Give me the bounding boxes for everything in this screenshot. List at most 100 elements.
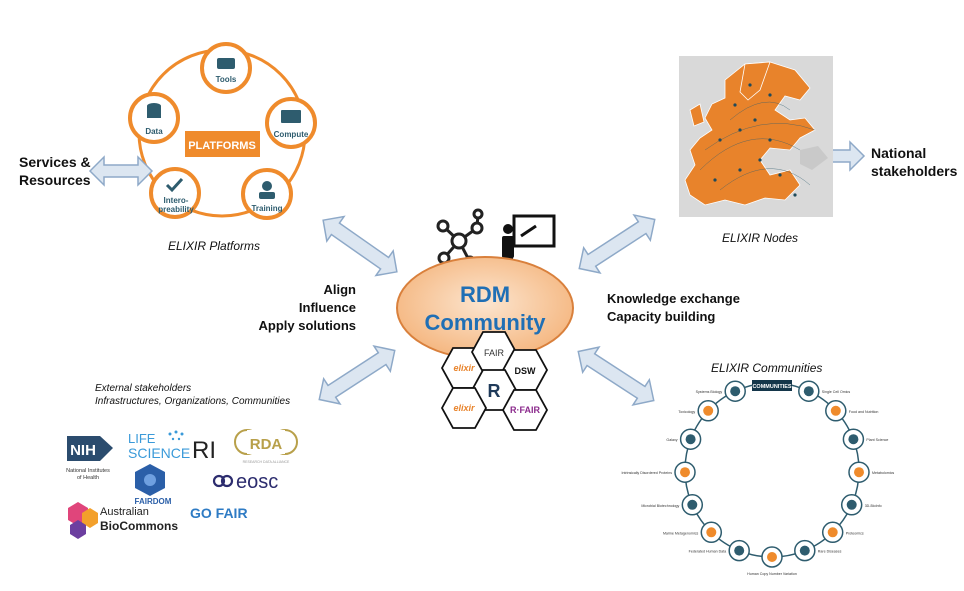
community-node: Human Copy Number Variation	[747, 546, 797, 576]
europe-map	[679, 56, 833, 217]
nodes-caption: ELIXIR Nodes	[722, 231, 799, 245]
svg-text:FAIRDOM: FAIRDOM	[135, 497, 172, 506]
services-resources-label: Services & Resources	[19, 154, 91, 188]
community-label: Federated Human Data	[689, 550, 727, 554]
double-arrow-communities-center	[577, 345, 655, 407]
external-stakeholders-label: External stakeholders Infrastructures, O…	[95, 383, 291, 407]
platforms-hub-label: PLATFORMS	[188, 140, 256, 152]
svg-text:R: R	[488, 381, 501, 401]
svg-text:Training: Training	[251, 204, 282, 213]
platform-node-compute: Compute	[265, 97, 317, 149]
svg-text:Intero-: Intero-	[164, 196, 189, 205]
double-arrow-services	[88, 155, 154, 187]
svg-text:RDA: RDA	[250, 436, 283, 453]
community-label: 3D-BioInfo	[865, 504, 882, 508]
svg-text:National Institutes: National Institutes	[66, 468, 110, 474]
community-node: Systems Biology	[696, 380, 746, 402]
platform-node-data: Data	[128, 92, 180, 144]
community-node: Federated Human Data	[689, 539, 750, 562]
double-arrow-external-center	[318, 344, 396, 406]
community-label: Rare Diseases	[818, 550, 842, 554]
hex-cluster	[440, 331, 549, 431]
community-label: Human Copy Number Variation	[747, 572, 797, 576]
svg-text:elixir: elixir	[453, 363, 475, 373]
knowledge-capacity-label: Knowledge exchange Capacity building	[607, 291, 740, 324]
svg-text:of Health: of Health	[77, 475, 99, 481]
platforms-caption: ELIXIR Platforms	[168, 239, 261, 253]
computer-icon	[281, 110, 301, 123]
checkmark-icon	[165, 177, 184, 193]
community-label: Intrinsically Disordered Proteins	[621, 471, 672, 475]
trainer-icon	[262, 181, 272, 191]
community-label: Galaxy	[666, 438, 677, 442]
community-node: Marine Metagenomics	[663, 521, 723, 544]
svg-text:Australian: Australian	[100, 506, 149, 518]
community-node: Toxicology	[678, 400, 719, 422]
svg-text:SCIENCE: SCIENCE	[128, 445, 190, 461]
community-icon	[803, 386, 814, 397]
community-label: Microbial Biotechnology	[641, 504, 679, 508]
community-icon	[680, 467, 690, 478]
community-node: 3D-BioInfo	[840, 494, 882, 516]
community-node: Metabolomics	[848, 461, 894, 483]
community-icon	[730, 386, 741, 397]
community-node: Microbial Biotechnology	[641, 494, 704, 516]
platforms-hub	[185, 131, 260, 157]
go-fair-logo: GO FAIR	[190, 505, 248, 521]
nih-logo: NIH National Institutes of Health	[66, 436, 113, 481]
life-science-ri-logo: LIFE SCIENCE RI	[128, 430, 216, 464]
national-stakeholders-label: National stakeholders	[871, 145, 958, 179]
svg-text:R·FAIR: R·FAIR	[510, 405, 540, 415]
double-arrow-nodes-center	[578, 213, 656, 275]
svg-text:GO FAIR: GO FAIR	[190, 505, 248, 521]
community-node: Plant Science	[842, 428, 888, 450]
svg-text:Tools: Tools	[216, 75, 237, 84]
fairdom-logo: FAIRDOM	[135, 464, 172, 506]
align-influence-apply: Align Influence Apply solutions	[258, 282, 357, 333]
platform-node-tools: Tools	[200, 42, 252, 94]
rdm-title-line2: Community	[425, 310, 547, 335]
communities-caption: ELIXIR Communities	[711, 361, 823, 375]
svg-text:eosc: eosc	[236, 471, 278, 493]
svg-text:DSW: DSW	[515, 366, 537, 376]
community-icon	[830, 405, 841, 416]
community-icon	[687, 499, 698, 510]
rdm-title-line1: RDM	[460, 282, 510, 307]
community-label: Systems Biology	[696, 390, 723, 394]
community-node: Galaxy	[666, 428, 702, 450]
platform-node-interoperability: Intero- preability	[149, 167, 201, 219]
community-label: Plant Science	[866, 438, 888, 442]
svg-text:Compute: Compute	[274, 130, 309, 139]
community-label: Food and Nutrition	[849, 410, 879, 414]
community-node: Food and Nutrition	[825, 400, 879, 422]
community-label: Single Cell Omics	[822, 390, 851, 394]
svg-text:elixir: elixir	[453, 403, 475, 413]
double-arrow-platforms-center	[322, 215, 398, 277]
community-icon	[767, 552, 777, 562]
svg-text:COMMUNITIES: COMMUNITIES	[752, 384, 791, 390]
platform-node-training: Training	[241, 168, 293, 220]
community-node: Rare Diseases	[794, 539, 842, 562]
svg-text:RESEARCH DATA ALLIANCE: RESEARCH DATA ALLIANCE	[243, 460, 290, 464]
community-icon	[685, 434, 696, 445]
community-node: Proteomics	[821, 521, 864, 544]
communities-header	[752, 380, 792, 391]
svg-text:LIFE: LIFE	[128, 431, 156, 446]
community-label: Marine Metagenomics	[663, 531, 699, 535]
eosc-logo: eosc	[212, 471, 278, 493]
community-icon	[703, 405, 714, 416]
community-icon	[734, 545, 745, 556]
community-node: Single Cell Omics	[798, 380, 851, 402]
svg-text:Data: Data	[145, 127, 163, 136]
community-icon	[827, 527, 838, 538]
community-icon	[854, 467, 864, 478]
australian-biocommons-logo: Australian BioCommons	[68, 502, 178, 539]
community-icon	[799, 545, 810, 556]
hex-elixir-bottom	[440, 387, 488, 429]
toolbox-icon	[217, 58, 235, 69]
hex-r-fair	[501, 389, 549, 431]
svg-text:FAIR: FAIR	[484, 348, 505, 358]
platforms-wheel: PLATFORMS Tools Compute Training Intero-…	[128, 42, 317, 220]
